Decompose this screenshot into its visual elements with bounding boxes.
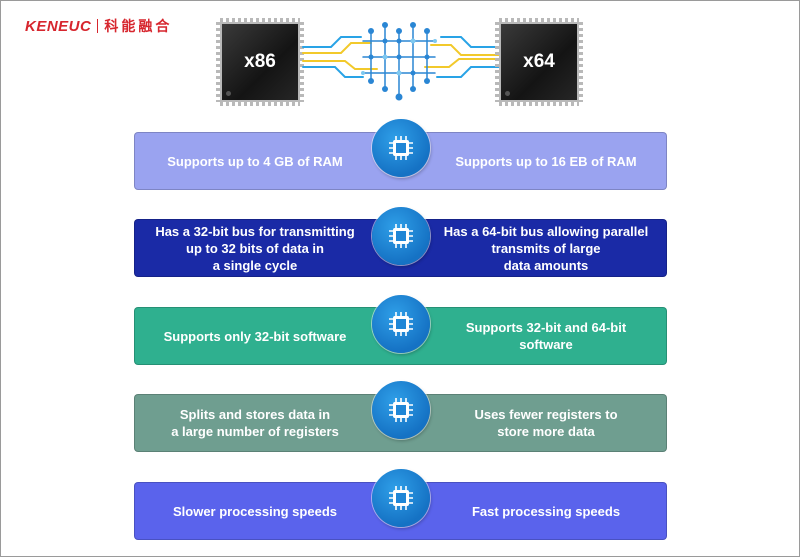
chip-badge-icon [372,469,430,527]
chip-badge-icon [372,207,430,265]
brand-logo: KENEUC 科能融合 [25,16,172,36]
x86-bus-text: Has a 32-bit bus for transmitting up to … [155,223,355,273]
chip-badge-icon [372,119,430,177]
x64-bus-text: Has a 64-bit bus allowing parallel trans… [443,223,649,273]
logo-chinese: 科能融合 [104,19,173,35]
x86-chip-label: x86 [222,24,298,100]
x64-registers-text: Uses fewer registers to store more data [474,407,618,439]
x64-ram-text: Supports up to 16 EB of RAM [455,153,637,169]
x86-software-text: Supports only 32-bit software [163,328,347,344]
chip-badge-icon [372,381,430,439]
logo-divider [97,19,99,33]
x86-speed-text: Slower processing speeds [172,503,337,519]
x64-chip-label: x64 [501,24,577,100]
x86-chip: x86 [216,18,304,106]
x64-speed-text: Fast processing speeds [471,503,621,519]
chip-badge-icon [372,295,430,353]
x86-ram-text: Supports up to 4 GB of RAM [167,153,343,169]
x64-chip: x64 [495,18,583,106]
x86-registers-text: Splits and stores data in a large number… [171,407,339,439]
circuit-graphic [302,22,500,101]
x64-software-text: Supports 32-bit and 64-bit software [465,320,627,352]
logo-wordmark: KENEUC [25,17,92,35]
